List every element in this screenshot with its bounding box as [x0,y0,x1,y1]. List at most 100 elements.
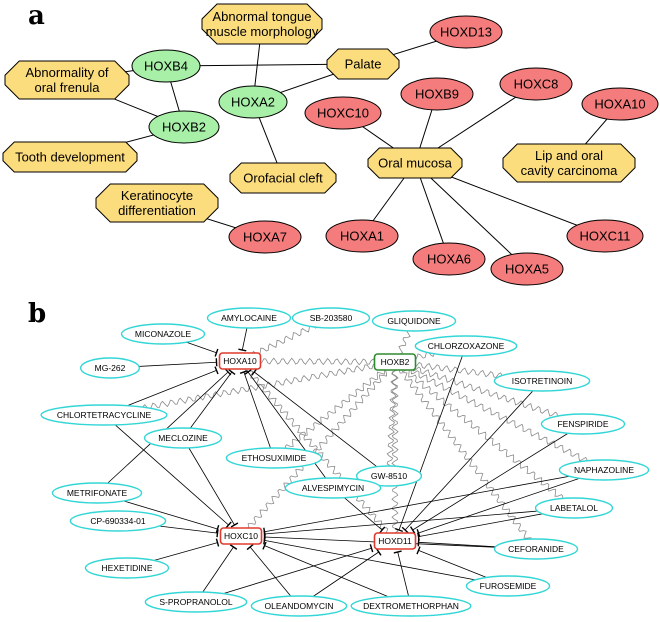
inhibition-meclozine-hoxa10 [182,369,236,439]
gene-node-hoxa7: HOXA7 [228,220,302,254]
drug-label: CP-690334-01 [90,516,146,526]
drug-label: ETHOSUXIMIDE [242,453,307,463]
phenotype-octagon [229,162,337,194]
phenotype-label: Keratinocyte [121,188,193,203]
interaction-hoxb2-fenspiride [394,360,584,426]
inhibition-furosemide-hoxc10 [263,536,509,587]
drug-label: ALVESPIMYCIN [302,483,364,493]
gene-label: HOXA1 [340,229,384,244]
inhibition-bar [239,370,248,374]
inhibition-bar [224,368,232,376]
interaction-hoxb2-labetalol [394,361,576,509]
drug-label: HEXETIDINE [101,563,152,573]
inhibition-bar [229,544,238,550]
interaction-hoxa10-hoxd11 [238,360,394,543]
drug-ellipse [414,335,518,357]
gene-label: HOXB2 [162,120,206,135]
inhibition-bar [379,526,386,534]
drug-ellipse [284,477,382,499]
phenotype-node-tooth-dev: Tooth development [2,141,138,173]
gene-node-hoxa1: HOXA1 [325,219,399,253]
inhibition-bar [215,538,220,547]
drug-node-metrifonate: METRIFONATE [51,482,143,504]
drug-ellipse [540,413,626,435]
drug-node-mg262: MG-262 [79,357,140,379]
drug-node-sb203580: SB-203580 [291,307,371,329]
inhibition-spropranolol-hoxd11 [195,544,374,603]
phenotype-label: oral frenula [34,80,100,95]
interaction-hoxb2-hoxd11 [391,361,399,542]
inhibition-bar [230,522,239,528]
drug-node-naphazoline: NAPHAZOLINE [558,459,650,481]
gene-label: HOXA10 [594,97,645,112]
drug-ellipse [69,510,167,532]
inhibition-bar [214,366,219,375]
drug-ellipse [371,310,457,332]
interaction-hoxb2-naphazoline [394,361,604,472]
inhibition-gw8510-hoxa10 [251,368,390,477]
gene-ellipse [228,220,302,254]
target-node-hoxc10: HOXC10 [219,527,263,545]
drug-ellipse [51,482,143,504]
drug-ellipse [493,538,579,560]
target-label: HOXD11 [378,536,412,546]
inhibition-isotretinoin-hoxd11 [401,380,543,534]
phenotype-label: Abnormality of [25,65,108,80]
drug-ellipse [120,323,206,345]
gene-ellipse [429,15,503,49]
gene-label: HOXC11 [579,229,630,244]
inhibition-bar [409,526,416,534]
gene-node-hoxc10: HOXC10 [304,96,382,130]
drug-label: CHLORTETRACYCLINE [57,410,152,420]
phenotype-label: differentiation [118,203,196,218]
drug-node-gw8510: GW-8510 [355,465,423,487]
gene-ellipse [581,87,659,121]
phenotype-octagon [2,141,138,173]
gene-ellipse [218,85,288,119]
phenotype-octagon [201,3,323,45]
target-box [218,352,262,370]
drug-node-fenspiride: FENSPIRIDE [540,413,626,435]
drug-ellipse [558,459,650,481]
target-box [373,353,417,371]
panel-b-inhibition-edges [96,317,605,607]
inhibition-bar [251,368,258,376]
drug-ellipse [465,575,551,597]
phenotype-octagon [367,147,463,179]
panel-a-letter: a [28,1,45,31]
drug-label: GW-8510 [371,471,407,481]
gene-ellipse [412,242,486,276]
inhibition-bar [401,526,409,534]
gene-ellipse [499,67,573,101]
drug-label: LABETALOL [550,503,598,513]
gene-label: HOXB9 [415,87,459,102]
inhibition-fenspiride-hoxd11 [409,423,584,534]
target-node-hoxd11: HOXD11 [373,532,417,550]
drug-label: ISOTRETINOIN [512,376,572,386]
gene-label: HOXA2 [231,95,275,110]
phenotype-node-palate: Palate [326,48,400,80]
interaction-hoxb2-gw8510 [385,361,398,477]
drug-label: MG-262 [95,363,126,373]
gene-node-hoxd13: HOXD13 [429,15,503,49]
drug-node-alvespimycin: ALVESPIMYCIN [284,477,382,499]
drug-ellipse [493,370,591,392]
drug-label: CEFORANIDE [508,544,564,554]
interaction-hoxb2-ceforanide [393,361,538,550]
phenotype-label: cavity carcinoma [521,163,619,178]
drug-label: MICONAZOLE [135,329,192,339]
edge-oral-mucosa-hoxa5 [414,162,528,270]
gene-label: HOXC10 [317,106,369,121]
interaction-hoxa10-hoxb2 [239,357,396,366]
inhibition-bar [228,369,236,375]
drug-label: GLIQUIDONE [387,316,441,326]
drug-label: OLEANDOMYCIN [265,601,334,611]
target-box [219,527,263,545]
gene-node-hoxa5: HOXA5 [490,252,564,286]
gene-ellipse [490,252,564,286]
